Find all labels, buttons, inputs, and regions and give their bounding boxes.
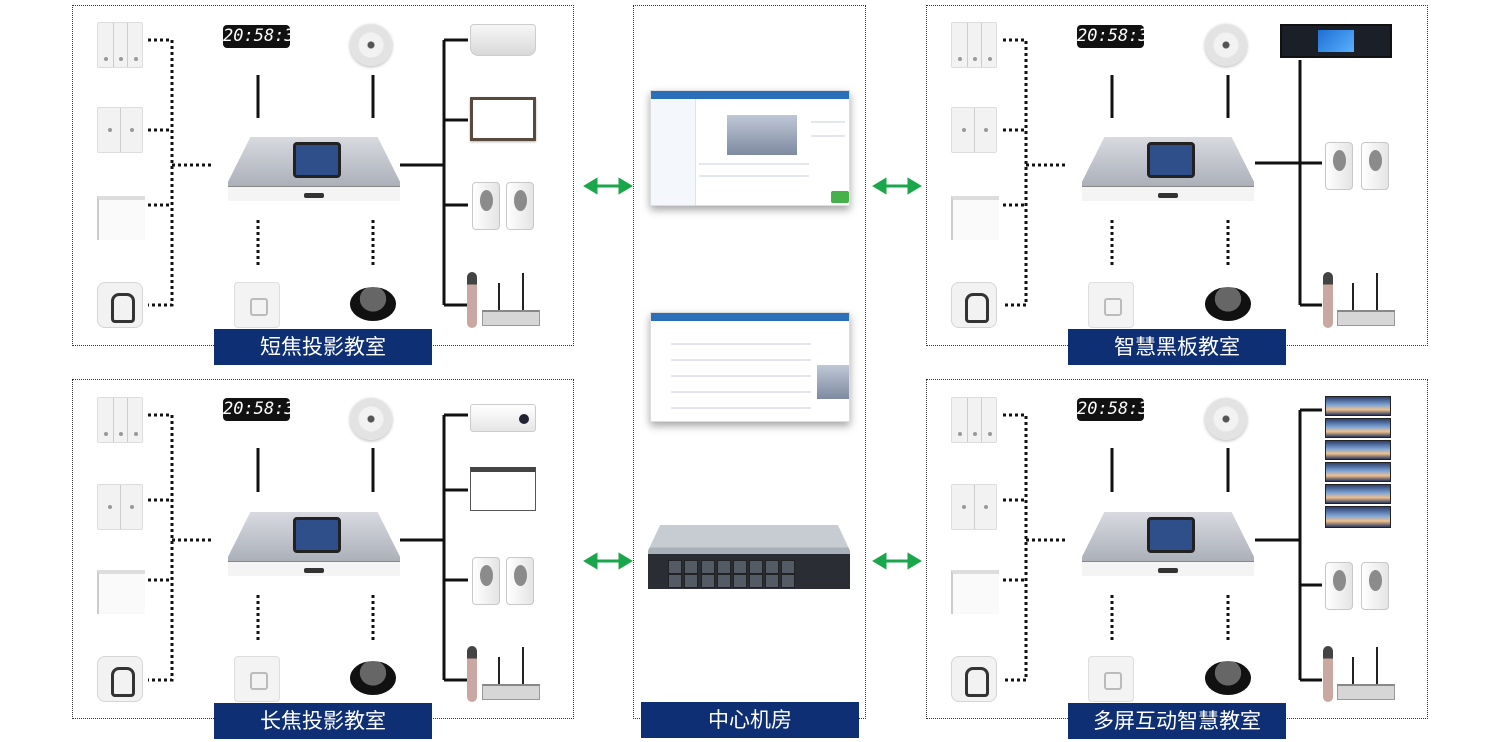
wireless-mic-icon [1323, 646, 1333, 702]
smart-speaker-icon [350, 287, 396, 321]
speaker-right-icon [1361, 562, 1389, 610]
digital-clock: 20:58:35 [223, 25, 305, 48]
control-host [1082, 137, 1254, 201]
antenna-icon [522, 647, 524, 685]
mic-receiver-icon [482, 310, 540, 326]
curtain-track-icon [951, 570, 999, 614]
environment-sensor-icon [97, 656, 143, 702]
environment-sensor-icon [951, 282, 997, 328]
room-label-long-throw: 长焦投影教室 [214, 703, 432, 739]
mic-receiver-icon [1337, 684, 1395, 700]
wireless-mic-icon [467, 646, 477, 702]
display-screen-icon [1325, 462, 1391, 482]
monitoring-software-screenshot [650, 312, 850, 422]
curtain-track-icon [97, 196, 145, 240]
short-throw-projector-icon [470, 24, 536, 56]
speaker-right-icon [506, 557, 534, 605]
smart-socket-icon [1088, 656, 1134, 702]
antenna-icon [498, 657, 500, 685]
antenna-icon [1376, 647, 1378, 685]
curtain-switch-icon [951, 484, 997, 530]
antenna-icon [1352, 657, 1354, 685]
projection-screen-icon [470, 467, 536, 511]
three-gang-switch-icon [97, 397, 143, 443]
control-software-screenshot [650, 90, 850, 206]
smoke-detector-icon [1205, 398, 1247, 440]
control-host [228, 137, 400, 201]
smoke-detector-icon [1205, 24, 1247, 66]
wires-right-top [1003, 38, 1322, 307]
wires-right-bottom [1003, 408, 1322, 682]
room-label-short-throw: 短焦投影教室 [214, 329, 432, 365]
speaker-right-icon [506, 182, 534, 230]
display-screen-icon [1325, 440, 1391, 460]
digital-clock: 20:58:35 [1077, 25, 1159, 48]
three-gang-switch-icon [951, 22, 997, 68]
room-label-smart-blackboard: 智慧黑板教室 [1068, 329, 1286, 365]
display-screen-icon [1325, 484, 1391, 504]
control-host [1082, 512, 1254, 576]
antenna-icon [1376, 273, 1378, 311]
speaker-left-icon [472, 182, 500, 230]
digital-clock: 20:58:35 [1077, 398, 1159, 421]
wires-left-bottom [148, 413, 468, 682]
control-host [228, 512, 400, 576]
smart-speaker-icon [1205, 287, 1251, 321]
curtain-track-icon [97, 570, 145, 614]
room-label-multi-screen: 多屏互动智慧教室 [1068, 703, 1286, 739]
smart-socket-icon [1088, 282, 1134, 328]
antenna-icon [498, 283, 500, 311]
display-screen-icon [1325, 506, 1391, 528]
speaker-left-icon [1325, 562, 1353, 610]
three-gang-switch-icon [951, 397, 997, 443]
rack-server-icon [648, 525, 850, 589]
speaker-right-icon [1361, 142, 1389, 190]
smart-speaker-icon [1205, 661, 1251, 695]
center-label: 中心机房 [641, 702, 859, 738]
wireless-mic-icon [1323, 272, 1333, 328]
mic-receiver-icon [482, 684, 540, 700]
speaker-left-icon [472, 557, 500, 605]
curtain-switch-icon [97, 107, 143, 153]
speaker-left-icon [1325, 142, 1353, 190]
wireless-mic-icon [467, 272, 477, 328]
smoke-detector-icon [350, 24, 392, 66]
environment-sensor-icon [97, 282, 143, 328]
curtain-track-icon [951, 196, 999, 240]
wires-left-top [148, 38, 468, 307]
mic-receiver-icon [1337, 310, 1395, 326]
antenna-icon [522, 273, 524, 311]
antenna-icon [1352, 283, 1354, 311]
digital-clock: 20:58:35 [223, 398, 305, 421]
smoke-detector-icon [350, 398, 392, 440]
curtain-switch-icon [951, 107, 997, 153]
three-gang-switch-icon [97, 22, 143, 68]
long-throw-projector-icon [470, 404, 536, 432]
environment-sensor-icon [951, 656, 997, 702]
smart-socket-icon [234, 282, 280, 328]
whiteboard-icon [470, 97, 536, 141]
display-screen-icon [1325, 396, 1391, 416]
curtain-switch-icon [97, 484, 143, 530]
smart-speaker-icon [350, 661, 396, 695]
smart-blackboard-icon [1280, 24, 1392, 58]
smart-socket-icon [234, 656, 280, 702]
display-screen-icon [1325, 418, 1391, 438]
sync-arrows [583, 177, 922, 570]
